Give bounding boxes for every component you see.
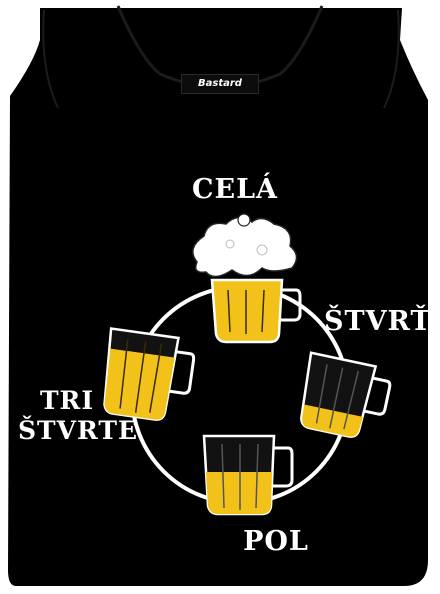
half-mug	[202, 434, 294, 516]
three-quarters-mug	[103, 327, 196, 421]
beer-foam	[192, 213, 298, 278]
quarter-mug	[300, 351, 392, 438]
label-three-quarters-line2: ŠTVRTE	[18, 416, 139, 445]
label-three-quarters-line1: TRI	[39, 386, 95, 415]
brand-label: Bastard	[181, 74, 259, 94]
label-quarter: ŠTVRŤ	[324, 306, 432, 337]
label-full: CELÁ	[192, 174, 279, 205]
label-half: POL	[243, 526, 309, 557]
full-mug	[210, 278, 302, 344]
